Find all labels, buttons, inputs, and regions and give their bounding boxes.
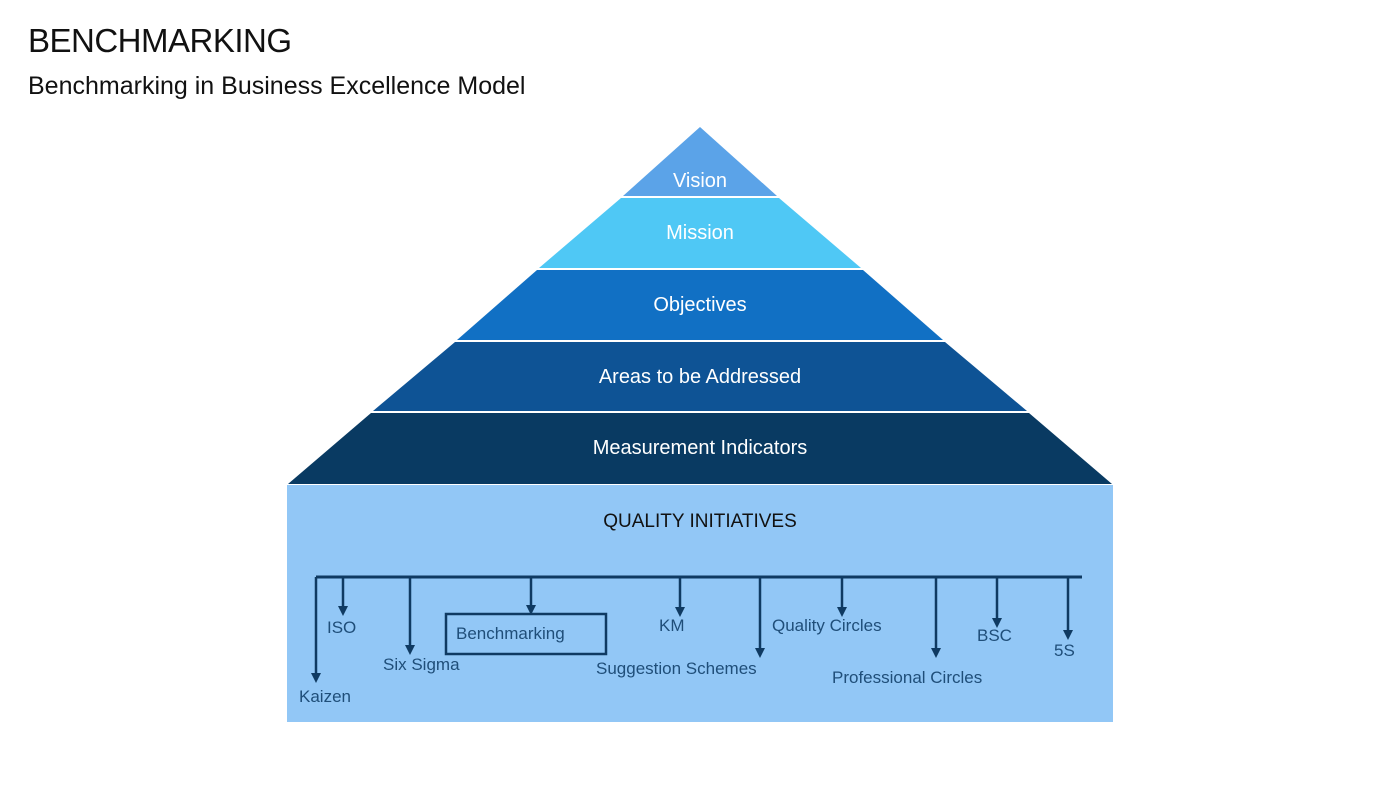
tier-measurement (288, 413, 1112, 484)
arrow-km (675, 607, 685, 617)
arrow-kaizen (311, 673, 321, 683)
tier-areas (373, 342, 1027, 411)
tier-label-areas: Areas to be Addressed (599, 366, 801, 388)
pyramid: Vision Mission Objectives Areas to be Ad… (288, 127, 1112, 484)
page-title: BENCHMARKING (28, 22, 292, 59)
connector-drops (311, 577, 1073, 683)
initiative-quality-circles: Quality Circles (772, 616, 882, 635)
arrow-suggestion (755, 648, 765, 658)
initiative-benchmarking: Benchmarking (456, 624, 565, 643)
initiative-six-sigma: Six Sigma (383, 655, 460, 674)
arrow-bsc (992, 618, 1002, 628)
tier-mission (539, 198, 861, 268)
base-heading: QUALITY INITIATIVES (603, 511, 797, 532)
initiative-km: KM (659, 616, 685, 635)
initiative-kaizen: Kaizen (299, 687, 351, 706)
benchmarking-highlight-box (444, 612, 608, 656)
arrow-professional-circles (931, 648, 941, 658)
tier-label-objectives: Objectives (653, 294, 746, 316)
tier-objectives (457, 270, 943, 340)
arrow-quality-circles (837, 607, 847, 617)
initiative-bsc: BSC (977, 626, 1012, 645)
tier-vision (623, 127, 777, 196)
arrow-benchmarking (526, 605, 536, 615)
initiative-iso: ISO (327, 618, 356, 637)
initiative-5s: 5S (1054, 641, 1075, 660)
base-box (287, 485, 1113, 722)
quality-initiatives-base: QUALITY INITIATIVES (287, 485, 1113, 722)
tier-label-measurement: Measurement Indicators (593, 437, 808, 459)
page-subtitle: Benchmarking in Business Excellence Mode… (28, 72, 526, 100)
arrow-iso (338, 606, 348, 616)
arrow-six-sigma (405, 645, 415, 655)
tier-label-mission: Mission (666, 222, 734, 244)
arrow-5s (1063, 630, 1073, 640)
initiative-suggestion-schemes: Suggestion Schemes (596, 659, 757, 678)
tier-label-vision: Vision (673, 170, 727, 192)
initiative-professional-circles: Professional Circles (832, 668, 982, 687)
